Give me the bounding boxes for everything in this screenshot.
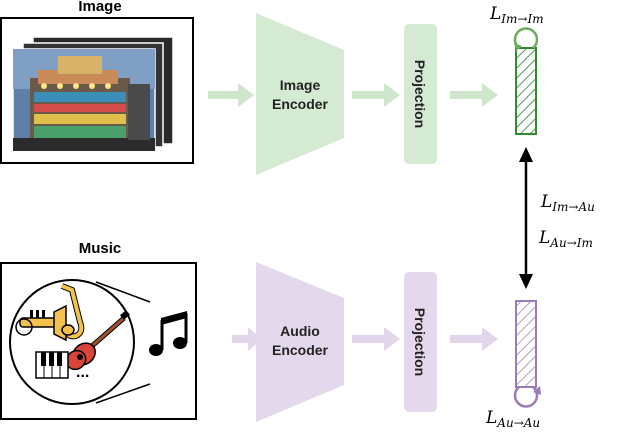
audio-self-loss-label: LAu→Au bbox=[486, 408, 541, 430]
audio-projection-to-embedding-arrow bbox=[450, 327, 498, 351]
image-encoder-block bbox=[256, 13, 344, 175]
music-input-arrow bbox=[232, 327, 262, 351]
cross-loss-label-audio-to-image: LAu→Im bbox=[539, 228, 593, 250]
instrument-ellipsis: ... bbox=[76, 364, 90, 381]
image-encoder-label: Image Encoder bbox=[271, 77, 328, 112]
saxophone-icon bbox=[60, 283, 85, 340]
cross-loss-label-image-to-audio: LIm→Au bbox=[541, 192, 595, 214]
audio-self-loss-loop bbox=[513, 386, 541, 408]
image-section-title: Image bbox=[78, 0, 122, 15]
image-projection-label-box: Projection bbox=[404, 24, 437, 164]
audio-encoder-to-projection-arrow bbox=[352, 327, 400, 351]
cross-modal-double-arrow bbox=[519, 147, 533, 289]
piano-icon bbox=[35, 351, 69, 379]
guitar-icon bbox=[65, 310, 130, 371]
image-input-arrow bbox=[208, 83, 254, 107]
image-self-loss-loop bbox=[513, 27, 539, 51]
audio-projection-label-box: Projection bbox=[404, 272, 437, 412]
music-note-icon bbox=[149, 311, 188, 356]
audio-projection-block bbox=[404, 272, 437, 412]
image-projection-label: Projection bbox=[412, 59, 429, 129]
image-projection-block bbox=[404, 24, 437, 164]
image-embedding-bar bbox=[515, 47, 537, 135]
image-projection-to-embedding-arrow bbox=[450, 83, 498, 107]
audio-encoder-block bbox=[256, 262, 344, 422]
image-self-loss-label: LIm→Im bbox=[490, 4, 544, 26]
music-section-title: Music bbox=[78, 240, 122, 257]
audio-encoder-label: Audio Encoder bbox=[271, 323, 328, 358]
image-encoder-to-projection-arrow bbox=[352, 83, 400, 107]
audio-embedding-bar bbox=[515, 300, 537, 388]
stacked-photos-image bbox=[12, 36, 174, 152]
audio-projection-label: Projection bbox=[412, 307, 429, 377]
